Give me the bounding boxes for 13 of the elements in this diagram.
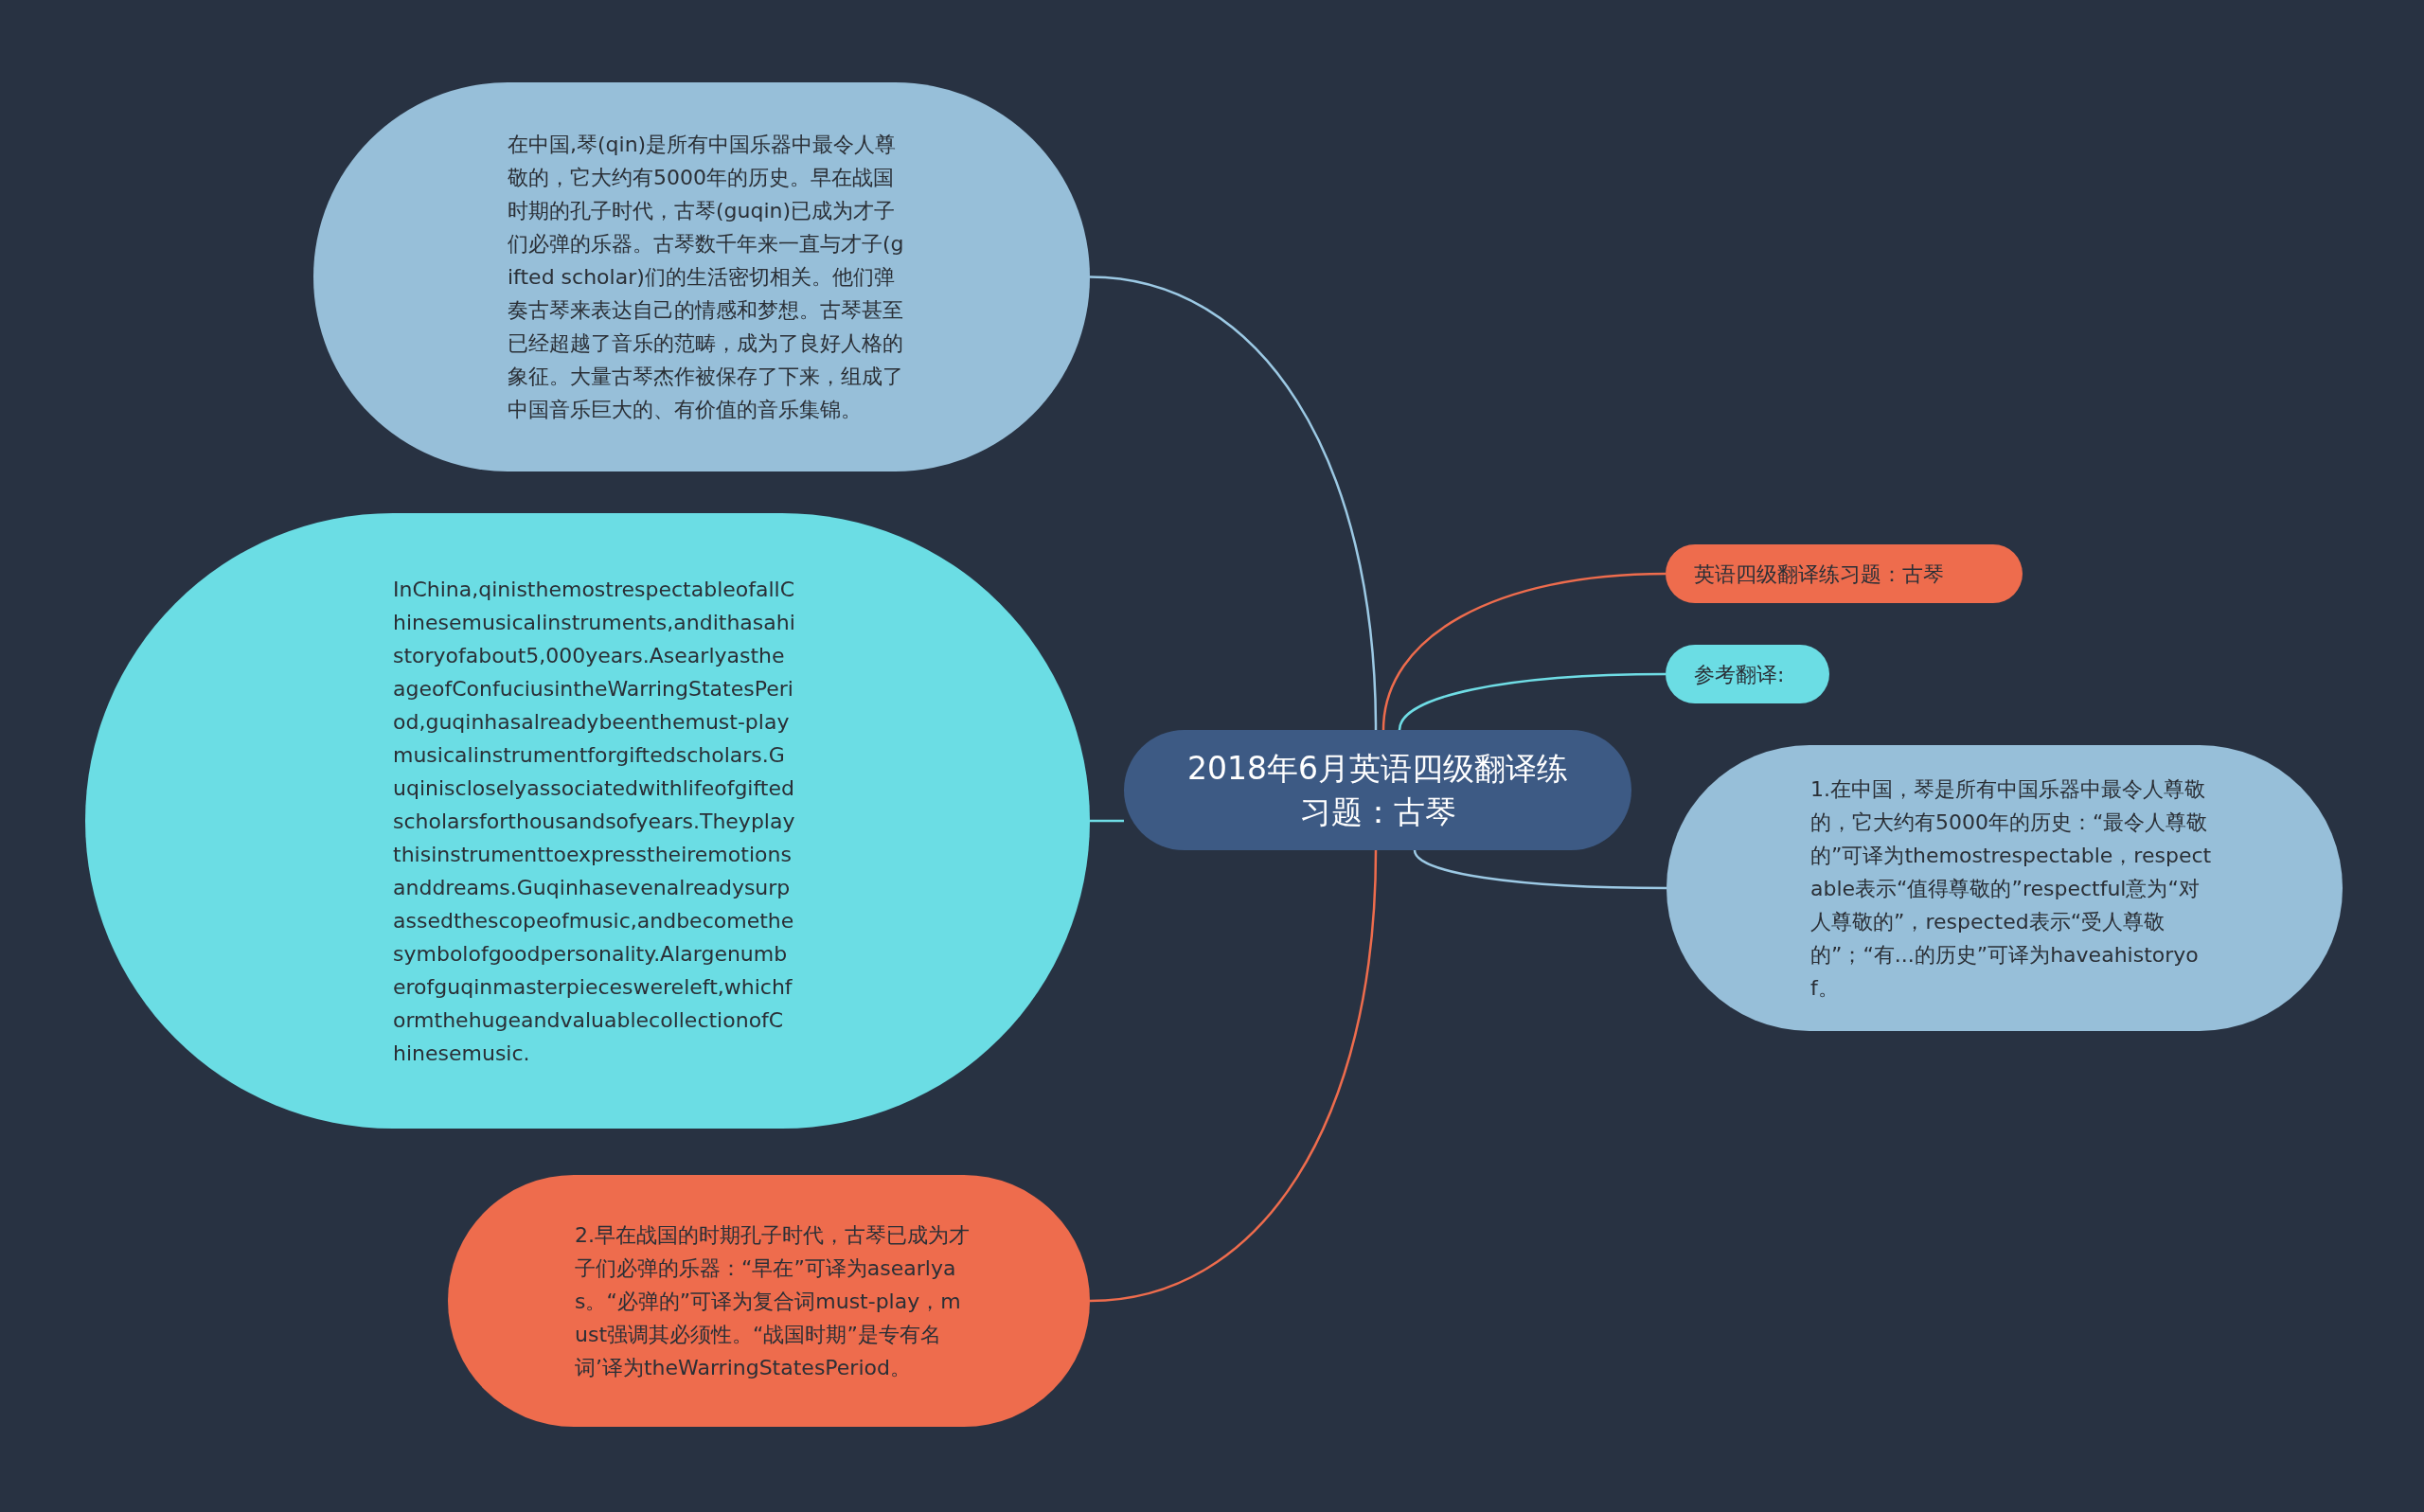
connector-line (1089, 276, 1378, 731)
topic-text: 参考翻译: (1694, 661, 1786, 688)
connector-line (1413, 849, 1666, 890)
topic-text: InChina,qinisthemostrespectableofallChinesemusicalinstruments,andithasahistoryofabout5,000years.AsearlyastheageofConfuciusintheWarringStatesPeriod,guqinhasalreadybeenthemust-playmusicalinstrumentforgiftedscholars.Guqiniscloselyassociatedwithlifeofgiftedscholarsforthousandsofyears.Theyplaythisinstrumenttoexpresstheiremotionsanddreams.Guqinhasevenalreadysurpassedthescopeofmusic,andbecomethesymbolofgoodpersonality.Alargenumberofguqinmasterpieceswereleft,whichformthehugeandvaluablecollectionofChinesemusic. (393, 576, 795, 1067)
topic-text: 1.在中国，琴是所有中国乐器中最令人尊敬的，它大约有5000年的历史：“最令人尊敬的”可译为themostrespectable，respectable表示“值得尊敬的”respectful意为“对人尊敬的”，respected表示“受人尊敬的”；“有...的历史”可译为haveahistoryof。 (1810, 775, 2213, 1002)
connector-line (1381, 572, 1666, 731)
topic-text: 英语四级翻译练习题：古琴 (1694, 560, 1945, 588)
topic-text: 2.早在战国的时期孔子时代，古琴已成为才子们必弹的乐器：“早在”可译为asearlyas。“必弹的”可译为复合词must-play，must强调其必须性。“战国时期”是专有名词’译为theWarringStatesPeriod。 (575, 1221, 971, 1381)
topic-text: 2018年6月英语四级翻译练习题：古琴 (1186, 748, 1569, 832)
connector-line (1089, 849, 1378, 1303)
connector-line (1090, 819, 1124, 823)
topic-text: 在中国,琴(qin)是所有中国乐器中最令人尊敬的，它大约有5000年的历史。早在战国时期的孔子时代，古琴(guqin)已成为才子们必弹的乐器。古琴数千年来一直与才子(gifted scholar)们的生活密切相关。他们弹奏古琴来表达自己的情感和梦想。古琴甚至已经超越了音乐的范畴，成为了良好人格的象征。大量古琴杰作被保存了下来，组成了中国音乐巨大的、有价值的音乐集锦。 (508, 132, 905, 423)
connector-line (1398, 672, 1666, 731)
